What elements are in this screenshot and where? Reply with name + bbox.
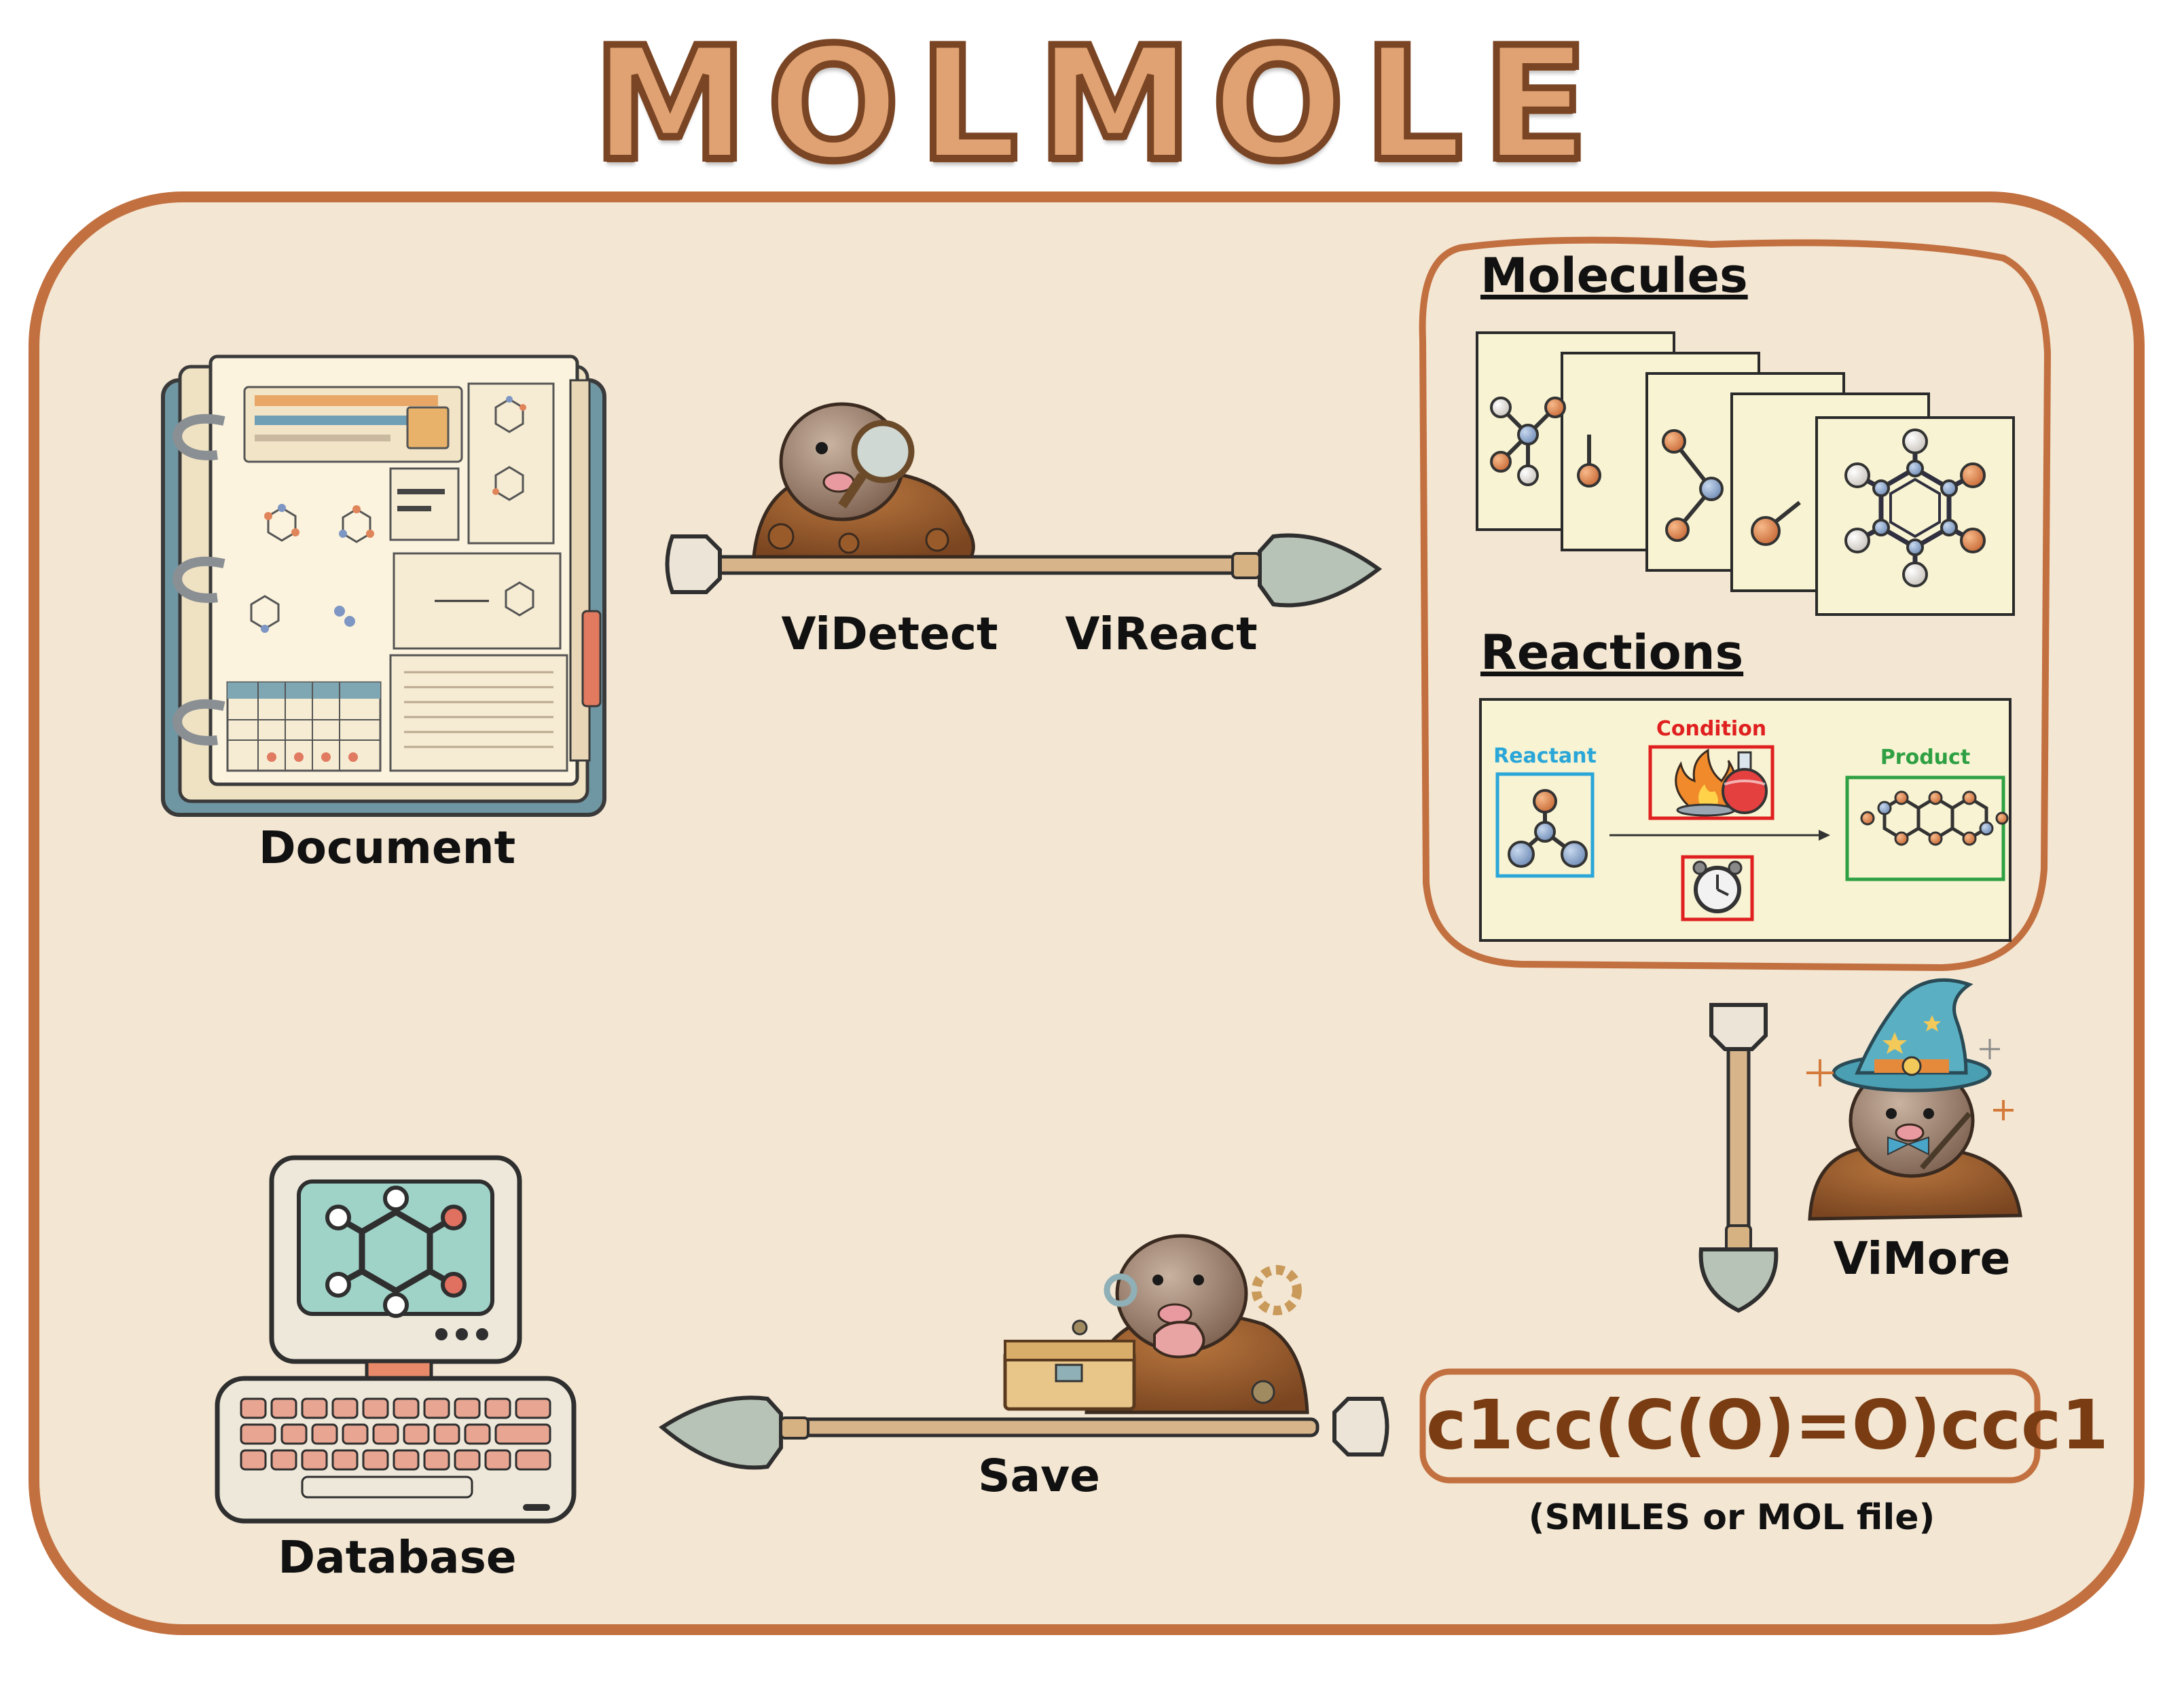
reactant-molecule-icon — [1508, 789, 1588, 868]
page-title: MOLMOLE — [589, 11, 1608, 199]
save-label: Save — [978, 1450, 1100, 1502]
condition-label: Condition — [1656, 717, 1767, 741]
database-label: Database — [278, 1531, 517, 1583]
molecule-cards — [1476, 331, 2015, 616]
flask-icon — [1722, 751, 1768, 814]
mechanic-mole-icon — [1003, 1234, 1309, 1414]
shovel-arrow-down-icon — [1698, 1003, 1779, 1313]
vimore-label: ViMore — [1833, 1232, 2011, 1285]
smiles-format-note: (SMILES or MOL file) — [1528, 1497, 1935, 1538]
vireact-label: ViReact — [1065, 608, 1258, 660]
document-label: Document — [258, 822, 516, 874]
flame-icon — [1675, 748, 1737, 817]
smiles-box — [1419, 1368, 2041, 1484]
alarm-clock-icon — [1692, 860, 1743, 913]
shovel-arrow-right-icon — [665, 533, 1383, 608]
molecules-header: Molecules — [1480, 248, 1748, 304]
reactions-header: Reactions — [1480, 625, 1744, 680]
outputs-box — [1419, 236, 2052, 972]
videtect-label: ViDetect — [781, 608, 998, 660]
wizard-mole-icon — [1806, 978, 2022, 1221]
molecule-card-atom-dots — [1490, 397, 1781, 546]
document-binder-icon — [161, 354, 606, 817]
detective-mole-icon — [752, 402, 975, 559]
product-label: Product — [1880, 746, 1971, 769]
reactant-label: Reactant — [1493, 744, 1597, 768]
shovel-arrow-left-icon — [658, 1395, 1389, 1470]
reaction-card — [1479, 698, 2012, 942]
smiles-string: c1cc(C(O)=O)ccc1 — [1426, 1385, 2109, 1465]
